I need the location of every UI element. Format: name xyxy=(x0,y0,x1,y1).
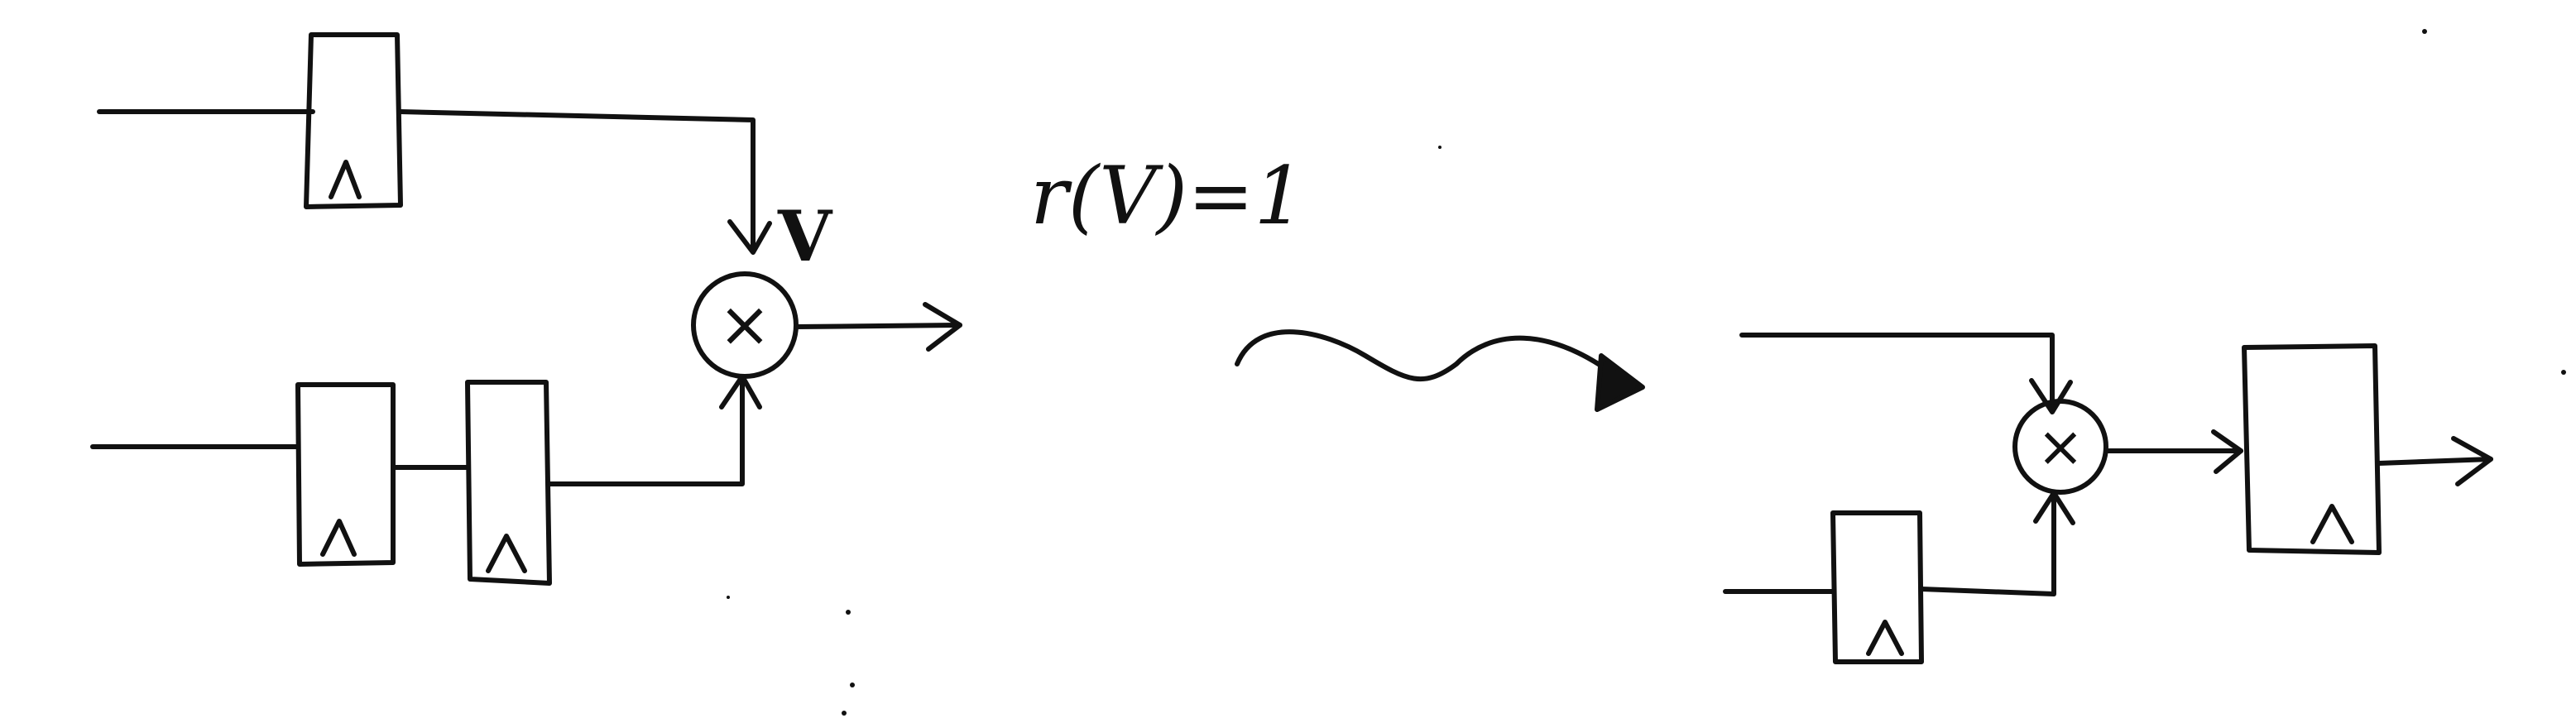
right-top-input-wire xyxy=(1739,333,2055,412)
register-box xyxy=(2242,343,2382,555)
left-multiplier: × xyxy=(691,271,799,379)
transform-arrow xyxy=(1235,329,1645,412)
right-circuit: × xyxy=(1723,333,2493,664)
left-bottom-output-wire xyxy=(547,374,745,486)
clock-triangle-icon xyxy=(2310,504,2354,544)
left-top-output-wire xyxy=(398,109,756,251)
squiggle-arrowhead-icon xyxy=(1595,353,1645,412)
squiggle-arrow-shaft xyxy=(1235,329,1624,383)
clock-triangle-icon xyxy=(486,534,527,573)
vertex-label: V xyxy=(777,195,833,277)
clock-triangle-icon xyxy=(329,160,362,199)
register-box xyxy=(465,380,552,586)
left-bottom-register-2 xyxy=(465,380,552,586)
right-multiplier: × xyxy=(2012,399,2108,495)
left-bottom-register-1 xyxy=(295,382,396,567)
right-output-arrowhead xyxy=(2451,436,2493,486)
right-bottom-register xyxy=(1830,510,1924,664)
left-top-register xyxy=(304,32,403,209)
multiplier-symbol: × xyxy=(718,287,771,361)
multiplier-circle xyxy=(2012,399,2108,495)
clock-triangle-icon xyxy=(320,519,357,557)
retiming-label: r(V)=1 xyxy=(1030,150,1305,242)
left-top-arrowhead xyxy=(727,219,772,255)
right-mid-arrowhead xyxy=(2211,429,2243,474)
left-output-arrowhead xyxy=(923,302,962,352)
right-output-wire xyxy=(2377,457,2493,466)
right-bottom-arrowhead xyxy=(2033,491,2075,525)
register-box xyxy=(304,32,403,209)
left-output-wire xyxy=(794,323,962,329)
right-output-register xyxy=(2242,343,2382,555)
multiplier-symbol: × xyxy=(2037,414,2084,480)
right-bottom-output-wire xyxy=(1919,492,2056,596)
left-bottom-arrowhead xyxy=(719,374,762,410)
right-top-arrowhead xyxy=(2029,378,2073,414)
retiming-annotation: r(V)=1 xyxy=(1030,150,1305,242)
clock-triangle-icon xyxy=(1866,620,1904,656)
register-box xyxy=(1830,510,1924,664)
left-circuit: V × xyxy=(90,32,962,586)
register-box xyxy=(295,382,396,567)
paper-specks xyxy=(727,29,2566,716)
